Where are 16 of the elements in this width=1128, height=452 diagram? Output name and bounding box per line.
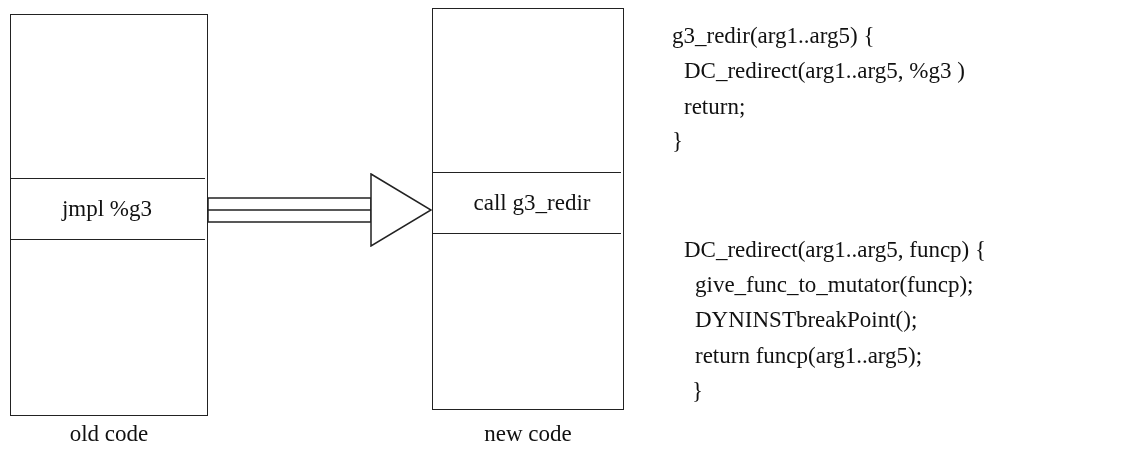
instruction-text: call g3_redir	[472, 190, 591, 216]
code-line: }	[672, 127, 684, 155]
code-line: DC_redirect(arg1..arg5, funcp) {	[684, 236, 987, 264]
code-line: DYNINSTbreakPoint();	[695, 306, 918, 334]
instruction-row	[9, 178, 205, 240]
instruction-text: jmpl %g3	[61, 196, 153, 222]
instruction-row	[431, 172, 621, 234]
code-line: give_func_to_mutator(funcp);	[695, 271, 974, 299]
box-caption: new code	[484, 421, 572, 447]
code-line: return funcp(arg1..arg5);	[695, 342, 923, 370]
code-line: return;	[684, 93, 746, 121]
box-caption: old code	[69, 421, 149, 447]
code-line: g3_redir(arg1..arg5) {	[672, 22, 875, 50]
double-line-arrow	[207, 173, 432, 247]
code-line: DC_redirect(arg1..arg5, %g3 )	[684, 57, 965, 85]
code-line: }	[692, 377, 704, 405]
